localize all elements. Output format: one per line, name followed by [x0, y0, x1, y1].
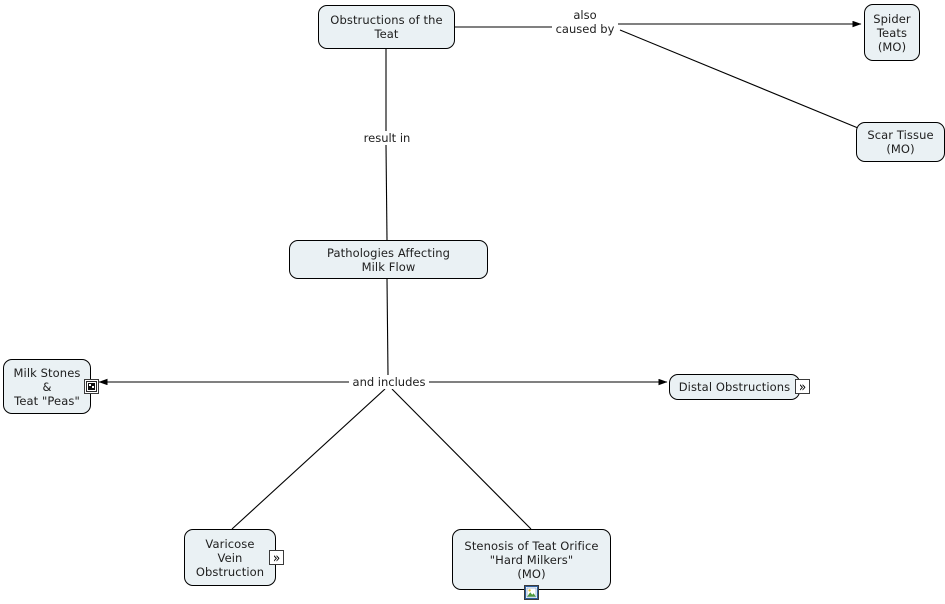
edge-label-and-includes: and includes — [349, 375, 429, 389]
node-varicose-vein-obstruction[interactable]: Varicose Vein Obstruction — [184, 529, 276, 586]
edge-also-caused-by-to-scar-tissue — [619, 29, 859, 129]
node-stenosis-of-teat-orifice[interactable]: Stenosis of Teat Orifice "Hard Milkers" … — [452, 529, 611, 590]
node-pathologies-affecting-milk-flow[interactable]: Pathologies Affecting Milk Flow — [289, 240, 488, 279]
chevron-double-right-glyph: » — [272, 550, 281, 565]
node-scar-tissue[interactable]: Scar Tissue (MO) — [856, 122, 945, 162]
node-milk-stones-and-teat-peas[interactable]: Milk Stones & Teat "Peas" — [3, 359, 91, 414]
image-icon[interactable] — [524, 585, 539, 600]
chevron-double-right-icon[interactable]: » — [269, 550, 284, 565]
image-glyph — [525, 586, 538, 599]
node-obstructions-of-the-teat[interactable]: Obstructions of the Teat — [318, 5, 455, 49]
edge-label-also-caused-by: also caused by — [552, 8, 618, 36]
node-distal-obstructions[interactable]: Distal Obstructions — [669, 374, 800, 400]
photo-thumb-glyph — [86, 381, 97, 392]
chevron-double-right-glyph: » — [798, 379, 807, 394]
edge-and-includes-to-varicose-vein — [231, 388, 386, 530]
edge-and-includes-to-stenosis — [391, 388, 532, 530]
edge-label-result-in: result in — [358, 131, 416, 145]
edge-pathologies-to-and-includes — [386, 278, 389, 376]
node-spider-teats[interactable]: Spider Teats (MO) — [864, 4, 920, 61]
chevron-double-right-icon[interactable]: » — [795, 379, 810, 394]
photo-thumb-icon[interactable] — [84, 379, 99, 394]
edge-result-in-to-pathologies — [385, 144, 388, 241]
